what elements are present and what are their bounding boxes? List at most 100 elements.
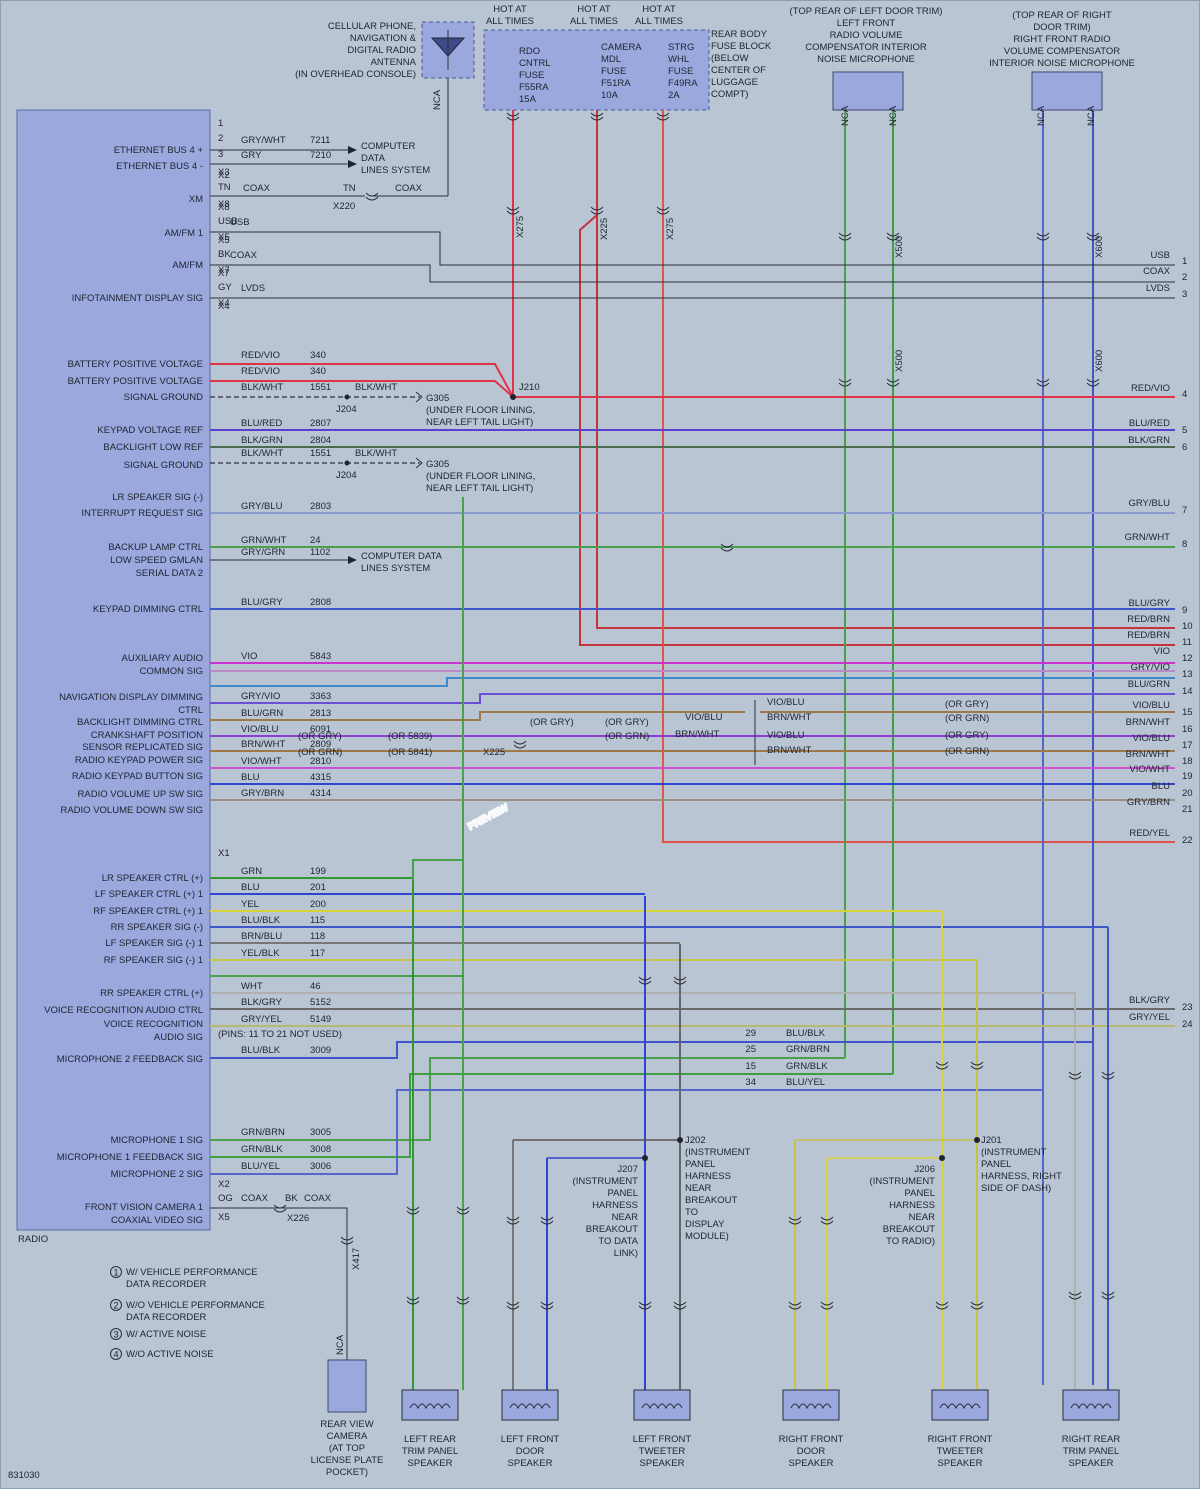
- circuit-number: 1102: [310, 547, 330, 558]
- splice-label: (INSTRUMENT: [870, 1176, 936, 1187]
- nca-label: NCA: [888, 105, 899, 126]
- right-mic-label: (TOP REAR OF RIGHT: [1012, 10, 1112, 21]
- radio-pin-label: AUXILIARY AUDIO: [122, 653, 204, 664]
- connector-mark: [340, 1240, 354, 1245]
- circuit-number: 1551: [310, 448, 331, 459]
- circuit-number: 2809: [310, 739, 331, 750]
- option-label: BRN/WHT: [767, 745, 812, 756]
- camera-label: LICENSE PLATE: [311, 1455, 384, 1466]
- connector-mark: [1036, 232, 1050, 237]
- wire-color-label: BLK/WHT: [241, 382, 283, 393]
- radio-pin-label: LR SPEAKER SIG (-): [112, 492, 203, 503]
- wire-right-number: 18: [1182, 756, 1193, 767]
- fuse-label: F51RA: [601, 78, 631, 89]
- connector-mark: [886, 378, 900, 383]
- wire-color-label: GRY: [241, 150, 262, 161]
- wire-color-label: YEL: [241, 899, 259, 910]
- wire-right-label: GRY/YEL: [1129, 1012, 1170, 1023]
- legend-text: W/ ACTIVE NOISE: [126, 1329, 206, 1340]
- pin-number: TN: [218, 182, 231, 193]
- wire-color-label: VIO: [241, 651, 257, 662]
- rear-body-fuse-block: [483, 29, 710, 111]
- connector-mark: [935, 1301, 949, 1306]
- splice-label: J204: [336, 404, 357, 415]
- wire-right-label: BLU: [1152, 781, 1171, 792]
- wire-color-label: BLU: [241, 772, 260, 783]
- speaker-label: TRIM PANEL: [1063, 1446, 1119, 1457]
- connector-mark: [838, 232, 852, 237]
- radio-pin-label: MICROPHONE 1 SIG: [111, 1135, 203, 1146]
- wire-red-brn-10: [596, 215, 1175, 629]
- connector-label: X8: [218, 202, 230, 213]
- splice-j210: [510, 394, 516, 400]
- coax-label: OG: [218, 1193, 233, 1204]
- connector-mark: [506, 206, 520, 211]
- radio-pin-label: LF SPEAKER CTRL (+) 1: [95, 889, 203, 900]
- connector-mark: [1101, 1295, 1115, 1300]
- ground-icon: [415, 391, 423, 403]
- wire-color-label: BLU/YEL: [786, 1077, 825, 1088]
- radio-pin-label: COAXIAL VIDEO SIG: [111, 1215, 203, 1226]
- circuit-number: 24: [310, 535, 321, 546]
- wire-color-label: YEL/BLK: [241, 948, 280, 959]
- wire-right-number: 6: [1182, 442, 1187, 453]
- speaker-label: RIGHT REAR: [1062, 1434, 1121, 1445]
- wire-color-label: RED/VIO: [241, 366, 280, 377]
- radio-pin-label: BACKUP LAMP CTRL: [108, 542, 203, 553]
- connector-mark: [935, 1061, 949, 1066]
- option-label: BRN/WHT: [767, 712, 812, 723]
- wire-color-label: GRN/BRN: [241, 1127, 285, 1138]
- connector-mark: [1101, 1291, 1115, 1296]
- speaker-icon: [782, 1389, 840, 1421]
- connector-mark: [638, 1301, 652, 1306]
- radio-pin-label: BATTERY POSITIVE VOLTAGE: [68, 359, 203, 370]
- radio-pin-label: SERIAL DATA 2: [136, 568, 203, 579]
- wire-camera-coax: [210, 1207, 348, 1360]
- arrow-icon: [348, 160, 357, 168]
- harness-wires: [210, 363, 1175, 1175]
- wire-right-number: 12: [1182, 653, 1193, 664]
- connector-mark: [506, 1216, 520, 1221]
- option-label: (OR GRN): [945, 713, 989, 724]
- bus-right-label: LVDS: [1146, 283, 1170, 294]
- connector-mark: [506, 210, 520, 215]
- fuse-label: CNTRL: [519, 58, 551, 69]
- connector-mark: [656, 206, 670, 211]
- splice-label: NEAR: [909, 1212, 936, 1223]
- radio-pin-label: RR SPEAKER CTRL (+): [100, 988, 203, 999]
- wire-color-label: BLK/GRN: [241, 435, 283, 446]
- wire-right-label: GRY/VIO: [1131, 662, 1170, 673]
- nca-label: NCA: [1086, 105, 1097, 126]
- circuit-number: 117: [310, 948, 325, 959]
- connector-mark: [1068, 1291, 1082, 1296]
- speaker-icon: [401, 1389, 459, 1421]
- usb-label: USB: [230, 217, 250, 228]
- connector-mark: [1068, 1071, 1082, 1076]
- wire-coax-amfm: [210, 264, 1175, 283]
- nca-label: NCA: [1036, 105, 1047, 126]
- ground-location-label: (UNDER FLOOR LINING,: [426, 405, 535, 416]
- connector-mark: [513, 744, 527, 749]
- wire-red-brn-11: [579, 110, 1175, 646]
- radio-pin-label: MICROPHONE 2 FEEDBACK SIG: [57, 1054, 203, 1065]
- connector-mark: [1068, 1295, 1082, 1300]
- fuse-label: FUSE: [519, 70, 544, 81]
- radio-pin-label: XM: [189, 194, 203, 205]
- splice-label: TO RADIO): [886, 1236, 935, 1247]
- wire-color-label: GRY/VIO: [241, 691, 280, 702]
- speaker-label: DOOR: [516, 1446, 545, 1457]
- connector-pin-number: 15: [745, 1061, 756, 1072]
- wire-color-label: GRY/GRN: [241, 547, 285, 558]
- circuit-number: 5149: [310, 1014, 331, 1025]
- wire-color-label: BLK/WHT: [355, 382, 397, 393]
- wire-color-label: GRN/BLK: [786, 1061, 828, 1072]
- right-mic-label: DOOR TRIM): [1033, 22, 1090, 33]
- radio-pin-label: SIGNAL GROUND: [124, 460, 203, 471]
- splice-label: DISPLAY: [685, 1219, 725, 1230]
- wire-battery-1: [210, 363, 1175, 398]
- circuit-number: 2803: [310, 501, 331, 512]
- radio-pin-label: INFOTAINMENT DISPLAY SIG: [72, 293, 203, 304]
- legend-text: DATA RECORDER: [126, 1279, 207, 1290]
